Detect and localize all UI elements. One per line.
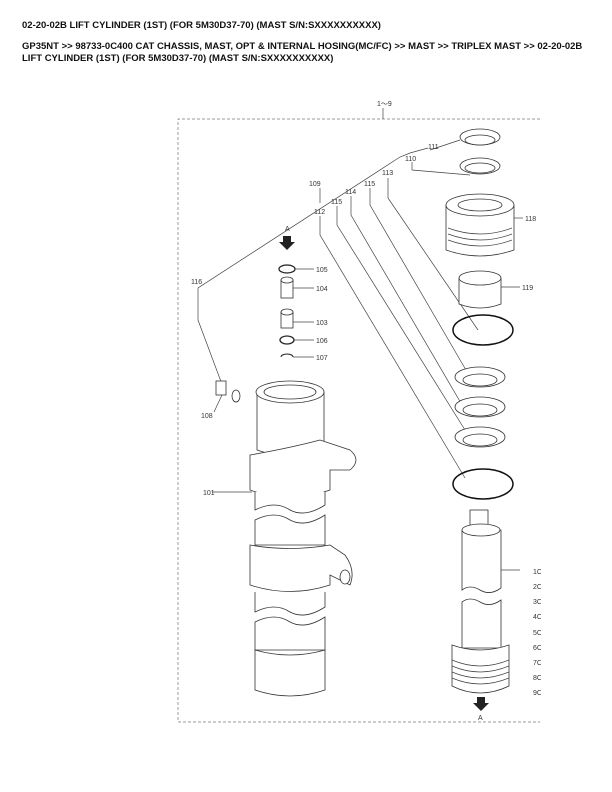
view-arrow-bottom [473, 697, 489, 711]
part-105-ring [278, 264, 296, 274]
callout-112: 112 [314, 209, 325, 216]
part-106-ring [279, 335, 295, 345]
part-110-ring [459, 157, 501, 175]
cut-label: 5C [533, 630, 542, 637]
cut-label: 3C [533, 599, 542, 606]
callout-113: 113 [382, 170, 393, 177]
callout-104: 104 [316, 286, 328, 293]
callout-101: 101 [203, 490, 215, 497]
assembly-frame [177, 118, 540, 723]
part-o-ring-2 [452, 468, 514, 500]
part-101-cylinder-tube [212, 380, 357, 697]
callout-107: 107 [316, 355, 328, 362]
view-marker-top: A [285, 226, 290, 233]
view-marker-bottom: A [478, 715, 483, 722]
part-108-plug [215, 380, 241, 403]
view-arrow-top [279, 236, 295, 250]
callout-109: 109 [309, 181, 321, 188]
callout-111: 111 [428, 144, 439, 151]
piston-rod [451, 509, 520, 694]
cut-label: 4C [533, 614, 542, 621]
cut-label: 2C [533, 584, 542, 591]
callout-115b: 115 [331, 199, 342, 206]
callout-106: 106 [316, 338, 328, 345]
part-seal-1 [454, 366, 506, 388]
callout-118: 118 [525, 216, 536, 223]
part-107-clip [280, 353, 294, 358]
breadcrumb: GP35NT >> 98733-0C400 CAT CHASSIS, MAST,… [22, 41, 583, 64]
callout-114: 114 [345, 189, 356, 196]
cut-label: 8C [533, 675, 542, 682]
part-seal-2 [454, 396, 506, 418]
callout-115: 115 [364, 181, 375, 188]
assembly-label: 1～9 [377, 101, 392, 108]
callout-119: 119 [522, 285, 533, 292]
callout-103: 103 [316, 320, 328, 327]
page-title: 02-20-02B LIFT CYLINDER (1ST) (FOR 5M30D… [22, 20, 381, 31]
callout-116: 116 [191, 279, 202, 286]
part-o-ring [452, 314, 514, 346]
callout-108: 108 [201, 413, 213, 420]
cut-label: 7C [533, 660, 542, 667]
part-111-ring [459, 128, 501, 146]
part-119-bushing [458, 270, 502, 309]
part-104 [280, 276, 294, 299]
part-118-gland [445, 193, 515, 257]
part-103 [280, 308, 294, 329]
cut-label: 9C [533, 690, 542, 697]
cut-label: 1C [533, 569, 542, 576]
part-seal-3 [454, 426, 506, 448]
cut-label: 6C [533, 645, 542, 652]
cut-labels: 1C 2C 3C 4C 5C 6C 7C 8C 9C [533, 569, 542, 697]
callout-105: 105 [316, 267, 328, 274]
callout-110: 110 [405, 156, 416, 163]
